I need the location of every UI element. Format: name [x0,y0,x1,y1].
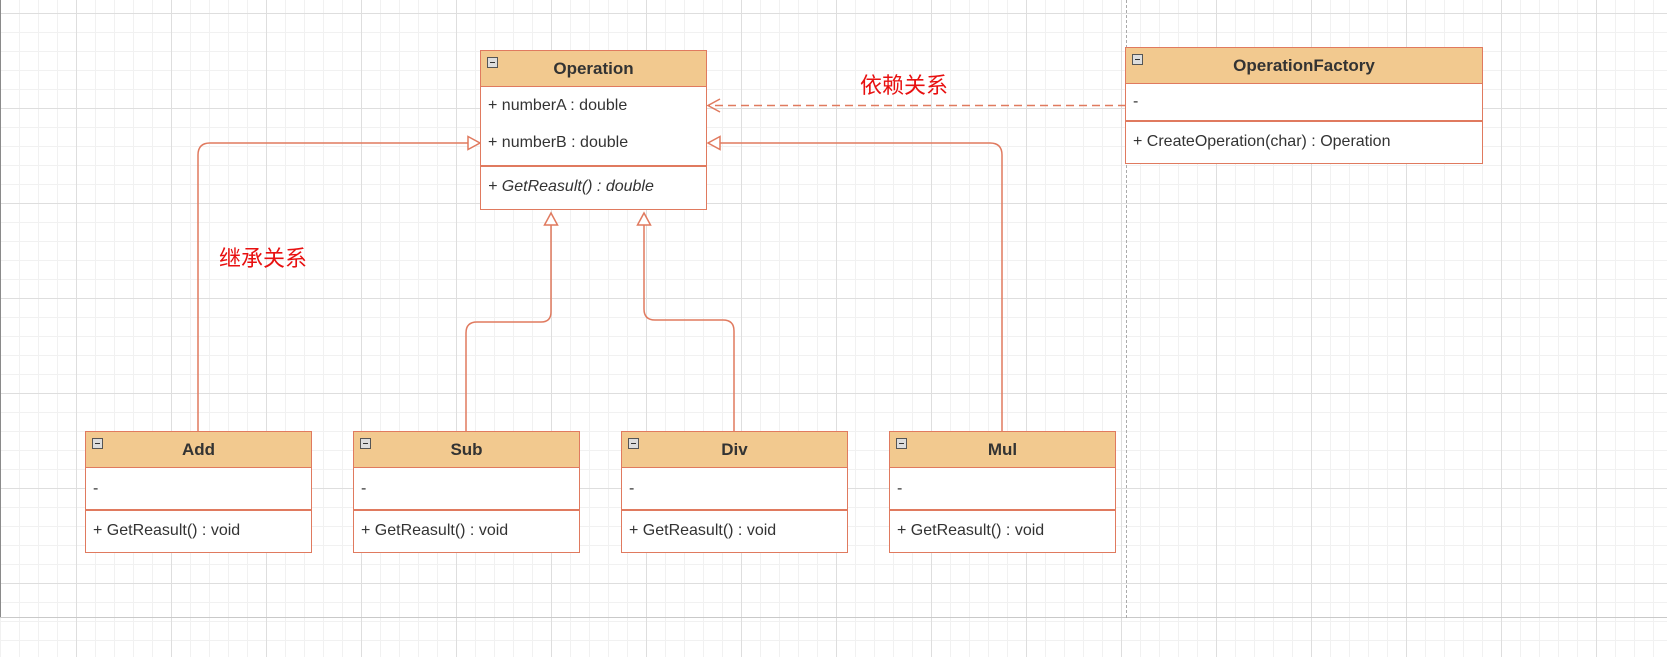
class-operation-factory[interactable]: OperationFactory - + CreateOperation(cha… [1125,47,1483,164]
attribute-row[interactable]: - [629,479,635,497]
canvas-bottom-border [0,617,1667,618]
inheritance-edge-add-operation[interactable] [197,142,468,432]
inheritance-arrowhead-sub [543,211,559,226]
class-header: Add [86,432,311,468]
class-div[interactable]: Div - + GetReasult() : void [621,431,848,553]
dependency-label[interactable]: 依赖关系 [860,73,949,98]
inheritance-arrowhead-add [467,135,482,151]
class-operation[interactable]: Operation + numberA : double + numberB :… [480,50,707,210]
method-row[interactable]: + CreateOperation(char) : Operation [1133,132,1391,150]
method-row[interactable]: + GetReasult() : void [897,522,1045,539]
class-sub[interactable]: Sub - + GetReasult() : void [353,431,580,553]
inheritance-edge-div-operation[interactable] [643,225,735,432]
section-divider [1126,120,1482,122]
method-row[interactable]: + GetReasult() : void [361,522,509,539]
collapse-icon[interactable] [628,438,639,449]
section-divider [481,165,706,167]
class-mul[interactable]: Mul - + GetReasult() : void [889,431,1116,553]
attribute-row[interactable]: - [1133,93,1139,110]
section-divider [890,509,1115,511]
method-row[interactable]: + GetReasult() : double [488,177,654,195]
class-header: Operation [481,51,706,87]
collapse-icon[interactable] [487,57,498,68]
collapse-icon[interactable] [360,438,371,449]
attribute-row[interactable]: - [897,479,903,497]
method-row[interactable]: + GetReasult() : void [93,522,241,539]
inheritance-edge-mul-operation[interactable] [720,142,1003,432]
collapse-icon[interactable] [92,438,103,449]
inheritance-arrowhead-div [636,211,652,226]
canvas-left-border [0,0,1,618]
inheritance-arrowhead-mul [706,135,721,151]
class-header: Sub [354,432,579,468]
class-name: Div [721,439,748,459]
class-header: Mul [890,432,1115,468]
collapse-icon[interactable] [896,438,907,449]
open-arrowhead-dependency [706,98,721,113]
inheritance-label[interactable]: 继承关系 [219,246,308,271]
class-name: Mul [987,439,1018,459]
section-divider [86,509,311,511]
class-name: Add [181,439,216,459]
class-add[interactable]: Add - + GetReasult() : void [85,431,312,553]
page-break-line [1126,0,1127,618]
section-divider [354,509,579,511]
class-name: Operation [553,58,634,78]
attribute-row[interactable]: - [361,479,367,497]
class-header: Div [622,432,847,468]
attribute-row[interactable]: + numberA : double [488,96,628,114]
inheritance-edge-sub-operation[interactable] [465,225,552,432]
attribute-row[interactable]: + numberB : double [488,133,629,151]
class-header: OperationFactory [1126,48,1482,84]
collapse-icon[interactable] [1132,54,1143,65]
class-name: OperationFactory [1233,55,1375,75]
class-name: Sub [450,439,483,459]
method-row[interactable]: + GetReasult() : void [629,522,777,539]
section-divider [622,509,847,511]
attribute-row[interactable]: - [93,479,99,497]
